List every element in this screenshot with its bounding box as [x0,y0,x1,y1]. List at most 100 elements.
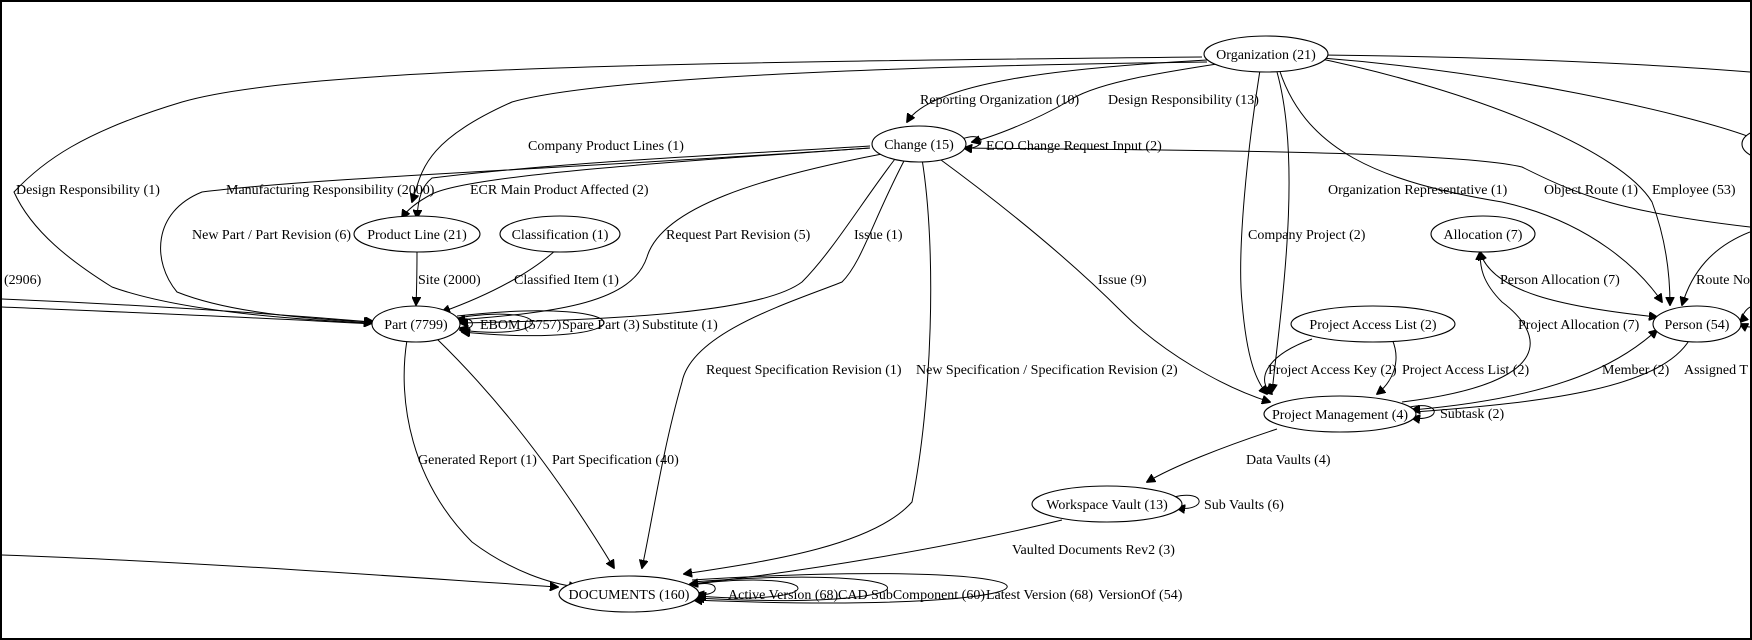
label-spare-part: Spare Part (3) [562,318,640,333]
label-data-vaults: Data Vaults (4) [1246,453,1331,468]
label-ebom: EBOM (5757) [480,318,562,333]
label-eco-change-request-input: ECO Change Request Input (2) [986,139,1162,154]
edge-design-responsibility-13 [972,63,1218,142]
label-left-2906: (2906) [4,273,42,288]
svg-text:Organization (21): Organization (21) [1216,48,1316,63]
label-new-specification-revision: New Specification / Specification Revisi… [916,363,1178,378]
edge-manufacturing-responsibility [412,61,1208,202]
edge-labels: Reporting Organization (10) Design Respo… [4,93,1750,603]
node-project-management[interactable]: Project Management (4) [1263,395,1417,433]
edge-design-responsibility-1 [13,56,1203,323]
label-employee: Employee (53) [1652,183,1736,198]
label-request-part-revision: Request Part Revision (5) [666,228,811,243]
label-project-allocation: Project Allocation (7) [1518,318,1640,333]
edge-classified-item [442,248,558,312]
edge-person-allocation [1480,252,1657,317]
svg-text:Project Access List (2): Project Access List (2) [1309,318,1436,333]
edge-ecr-main-product-affected [402,147,871,218]
node-part[interactable]: Part (7799) [371,305,461,343]
label-active-version: Active Version (68) [728,588,838,603]
edge-org-right [1321,54,1750,138]
edge-company-project [1240,69,1290,394]
svg-text:Person (54): Person (54) [1665,318,1730,333]
edge-site [416,248,417,305]
edge-issue-9 [936,156,1270,402]
edge-vaulted-documents [690,519,1063,584]
label-design-responsibility-1: Design Responsibility (1) [16,183,160,198]
label-generated-report: Generated Report (1) [418,453,537,468]
edge-member [1412,330,1657,410]
edges [2,54,1750,603]
svg-text:DOCUMENTS (160): DOCUMENTS (160) [569,588,690,603]
label-site: Site (2000) [418,273,481,288]
label-cad-subcomponent: CAD SubComponent (60) [838,588,985,603]
edge-documents-self-loops [691,573,1008,603]
nodes: Organization (21) Change (15) Product Li… [353,35,1750,613]
node-allocation[interactable]: Allocation (7) [1430,215,1536,253]
edge-object-route [961,147,1750,228]
node-change[interactable]: Change (15) [871,125,967,163]
label-company-product-lines: Company Product Lines (1) [528,139,684,154]
svg-text:Project Management (4): Project Management (4) [1272,408,1408,423]
label-latest-version: Latest Version (68) [986,588,1093,603]
label-organization-representative: Organization Representative (1) [1328,183,1508,198]
edge-part-specification [436,338,614,568]
node-documents[interactable]: DOCUMENTS (160) [558,575,700,613]
edge-organization-representative [1276,61,1662,302]
edge-assigned [1413,338,1691,413]
label-person-allocation: Person Allocation (7) [1500,273,1620,288]
edge-left-documents [2,554,558,587]
label-company-project: Company Project (2) [1248,228,1366,243]
label-ecr-main-product-affected: ECR Main Product Affected (2) [470,183,649,198]
svg-text:Product Line (21): Product Line (21) [367,228,467,243]
label-assigned: Assigned T [1684,363,1748,378]
node-product-line[interactable]: Product Line (21) [353,215,481,253]
edge-company-product-lines [417,145,871,218]
edge-project-access-key [1265,338,1313,394]
label-project-access-list-edge: Project Access List (2) [1402,363,1529,378]
node-organization[interactable]: Organization (21) [1203,35,1329,73]
label-object-route: Object Route (1) [1544,183,1638,198]
node-project-access-list[interactable]: Project Access List (2) [1290,305,1456,343]
label-subtask: Subtask (2) [1440,407,1505,422]
edge-left-incoming [2,298,372,324]
svg-text:Change (15): Change (15) [884,138,954,153]
label-new-part-revision: New Part / Part Revision (6) [192,228,351,243]
edge-generated-report [403,339,577,587]
label-manufacturing-responsibility: Manufacturing Responsibility (2000) [226,183,435,198]
edge-issue-1 [460,158,896,323]
edge-new-specification-revision [684,158,932,574]
svg-text:Part (7799): Part (7799) [384,318,448,333]
edge-part-self-loops [456,310,605,336]
edge-reporting-organization [907,59,1208,122]
edge-employee [1311,56,1670,305]
label-project-access-key: Project Access Key (2) [1268,363,1397,378]
edge-new-part-revision [160,147,871,322]
node-classification[interactable]: Classification (1) [499,215,621,253]
edge-data-vaults [1147,428,1278,482]
svg-text:Workspace Vault (13): Workspace Vault (13) [1046,498,1168,513]
label-issue-1: Issue (1) [854,228,903,243]
node-person[interactable]: Person (54) [1652,305,1742,343]
svg-text:Allocation (7): Allocation (7) [1444,228,1523,243]
label-design-responsibility-13: Design Responsibility (13) [1108,93,1259,108]
edge-sub-vaults [1173,494,1200,508]
edge-subtask [1409,405,1435,419]
label-reporting-organization: Reporting Organization (10) [920,93,1079,108]
label-version-of: VersionOf (54) [1098,588,1183,603]
label-request-specification-revision: Request Specification Revision (1) [706,363,902,378]
label-vaulted-documents: Vaulted Documents Rev2 (3) [1012,543,1175,558]
edge-project-access-list [1377,338,1397,394]
svg-text:Classification (1): Classification (1) [512,228,609,243]
edge-request-specification-revision [642,158,906,568]
edge-request-part-revision [457,153,883,320]
label-issue-9: Issue (9) [1098,273,1147,288]
node-workspace-vault[interactable]: Workspace Vault (13) [1031,485,1183,523]
label-part-specification: Part Specification (40) [552,453,679,468]
label-route-node: Route No [1696,273,1750,288]
label-substitute: Substitute (1) [642,318,718,333]
label-classified-item: Classified Item (1) [514,273,619,288]
node-offscreen-right [1741,132,1750,156]
